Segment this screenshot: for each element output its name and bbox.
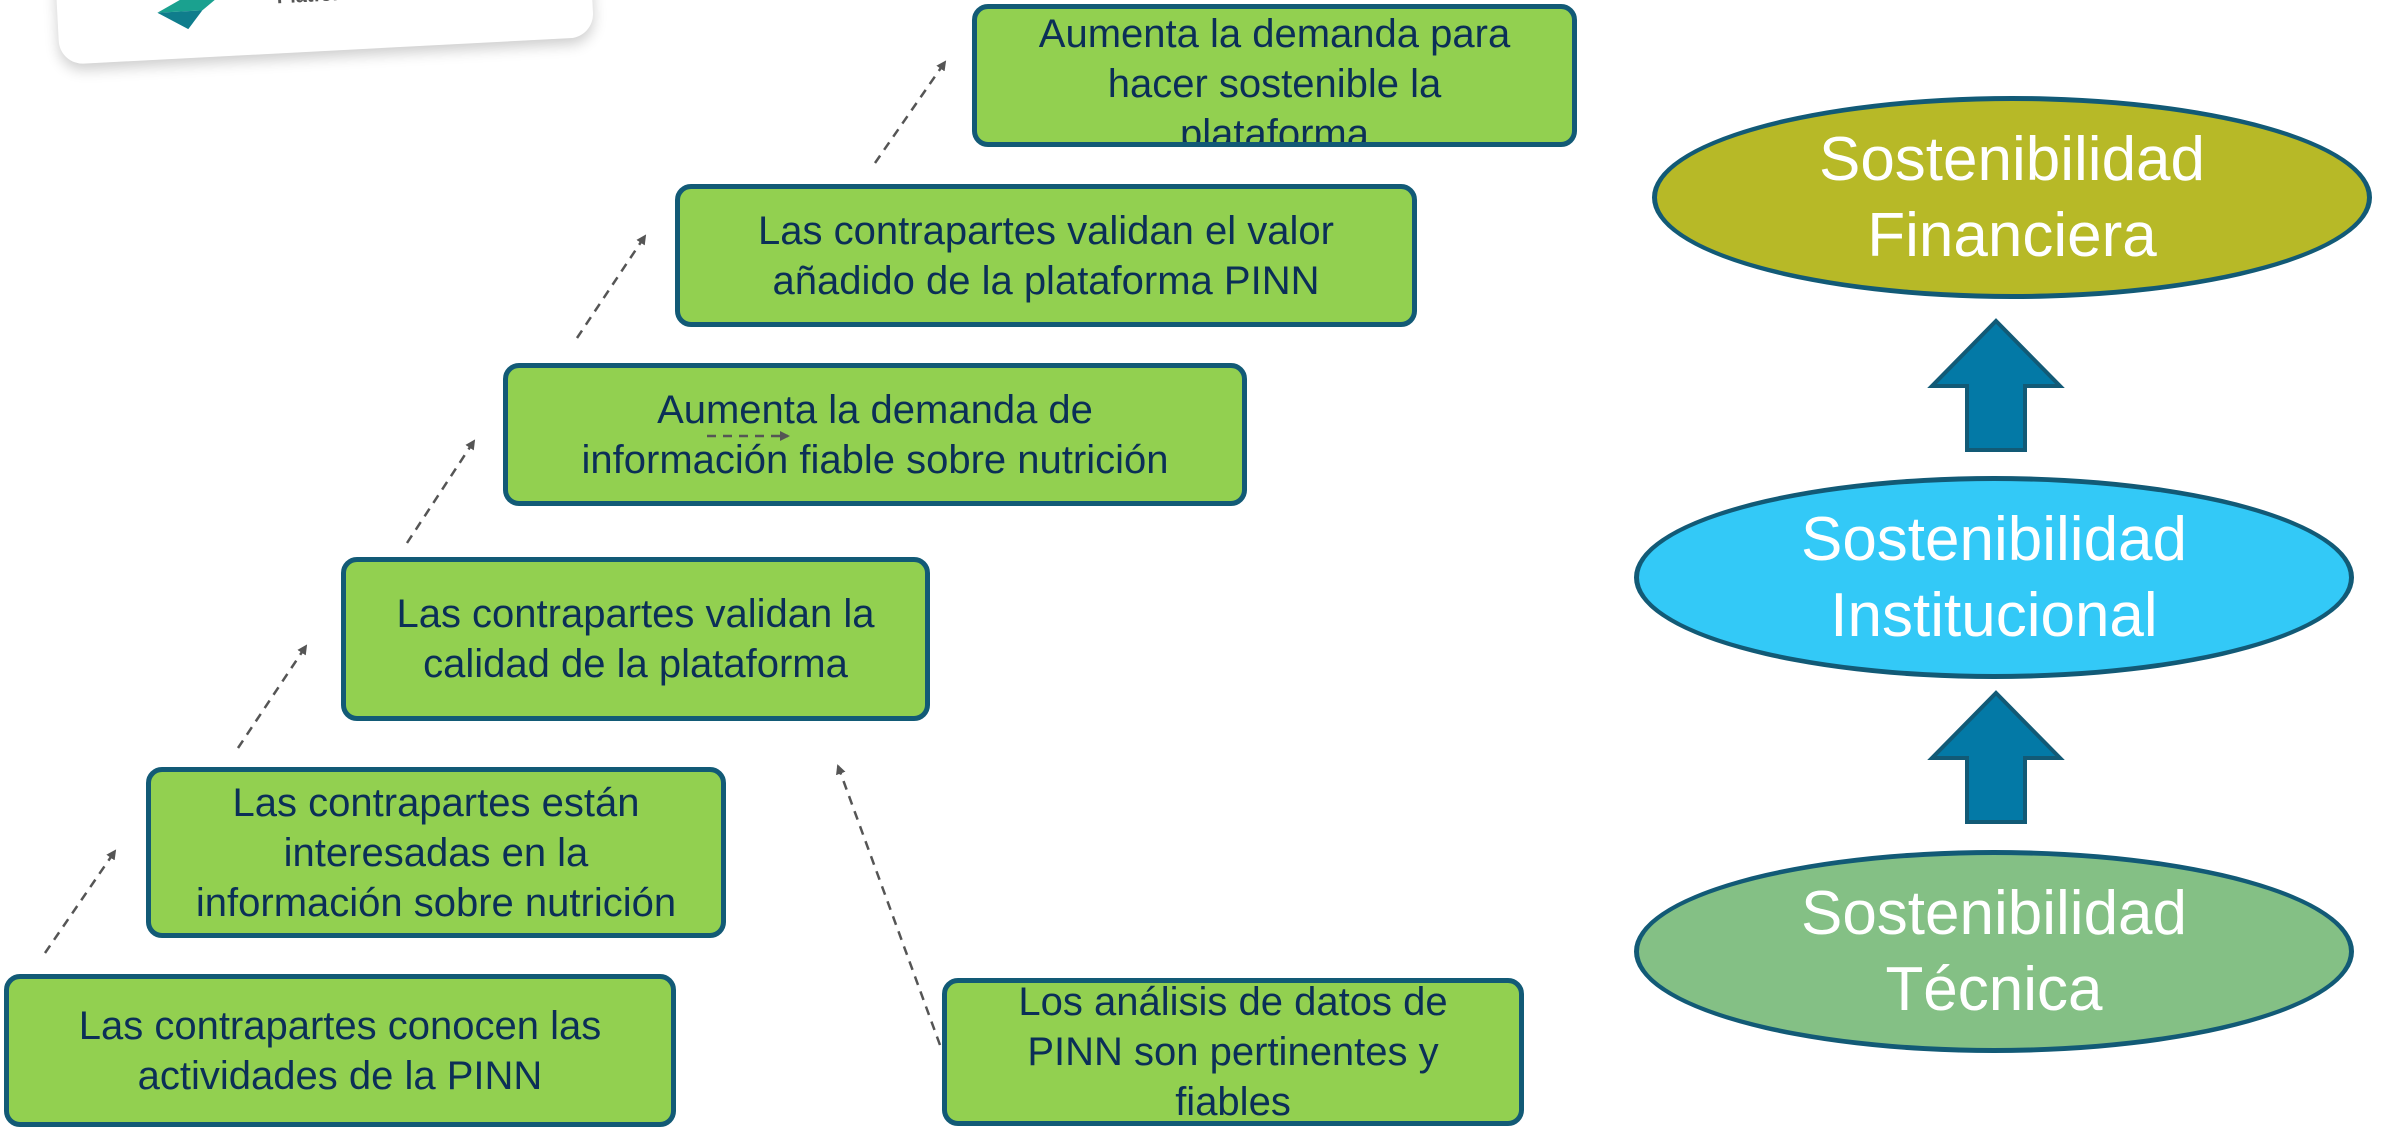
up-arrow-1 — [1927, 690, 2065, 824]
oval-sostenibilidad-financiera: Sostenibilidad Financiera — [1652, 96, 2372, 299]
dashed-arrow-1 — [43, 849, 117, 954]
analysis-box: Los análisis de datos de PINN son pertin… — [942, 978, 1524, 1126]
step-box-2: Las contrapartes están interesadas en la… — [146, 767, 726, 938]
dashed-arrow-2 — [236, 644, 308, 749]
pinn-logo: Platforms for Nutrition — [55, 0, 595, 65]
step-box-3: Las contrapartes validan la calidad de l… — [341, 557, 930, 721]
oval-sostenibilidad-tecnica: Sostenibilidad Técnica — [1634, 850, 2354, 1053]
step-box-5: Las contrapartes validan el valor añadid… — [675, 184, 1417, 327]
dashed-arrow-5 — [873, 60, 947, 164]
dashed-arrow-3 — [405, 439, 476, 544]
step-box-6: Aumenta la demanda para hacer sostenible… — [972, 4, 1577, 147]
dashed-arrow-4 — [575, 234, 647, 339]
dashed-arrow-analysis — [836, 764, 942, 1046]
oval-sostenibilidad-institucional: Sostenibilidad Institucional — [1634, 476, 2354, 679]
pinn-logo-mark-icon — [157, 0, 241, 30]
step-box-4: Aumenta la demanda de información fiable… — [503, 363, 1247, 506]
up-arrow-2 — [1927, 318, 2065, 452]
step-box-1: Las contrapartes conocen las actividades… — [4, 974, 676, 1127]
